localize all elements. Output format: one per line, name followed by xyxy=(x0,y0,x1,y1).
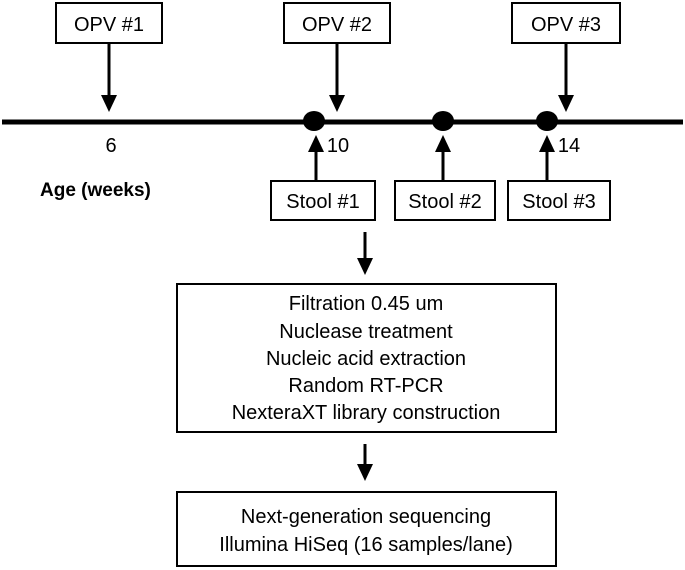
sequencing-step-1: Next-generation sequencing xyxy=(241,506,491,528)
opv-label-1: OPV #1 xyxy=(74,14,144,36)
processing-step-1: Filtration 0.45 um xyxy=(289,293,444,315)
sample-point-1 xyxy=(303,111,325,131)
processing-box xyxy=(176,283,557,433)
age-tick-6: 6 xyxy=(105,135,116,157)
sample-point-3 xyxy=(536,111,558,131)
flow-arrow-to-processing xyxy=(357,232,373,275)
opv-label-3: OPV #3 xyxy=(531,14,601,36)
stool-label-1: Stool #1 xyxy=(286,191,359,213)
processing-step-5: NexteraXT library construction xyxy=(232,402,501,424)
stool-sample-2: Stool #2 xyxy=(394,180,496,221)
opv-box-2 xyxy=(283,2,391,44)
opv-label-2: OPV #2 xyxy=(302,14,372,36)
stool-box-2 xyxy=(394,180,496,221)
stool-arrow-3 xyxy=(539,135,555,182)
stool-sample-1: Stool #1 xyxy=(270,180,376,221)
processing-step-3: Nucleic acid extraction xyxy=(266,348,466,370)
age-tick-10: 10 xyxy=(327,135,349,157)
stool-sample-3: Stool #3 xyxy=(507,180,611,221)
processing-steps-box: Filtration 0.45 um Nuclease treatment Nu… xyxy=(176,283,557,433)
opv-dose-1: OPV #1 xyxy=(55,2,163,44)
opv-dose-2: OPV #2 xyxy=(283,2,391,44)
stool-label-3: Stool #3 xyxy=(522,191,595,213)
axis-label: Age (weeks) xyxy=(40,180,151,201)
opv-arrow-2 xyxy=(329,43,345,112)
stool-arrow-1 xyxy=(308,135,324,182)
stool-arrow-2 xyxy=(435,135,451,182)
flow-arrow-to-sequencing xyxy=(357,444,373,481)
stool-box-3 xyxy=(507,180,611,221)
opv-dose-3: OPV #3 xyxy=(511,2,621,44)
opv-arrow-3 xyxy=(558,43,574,112)
processing-step-4: Random RT-PCR xyxy=(288,375,443,397)
age-tick-14: 14 xyxy=(558,135,580,157)
sequencing-step-2: Illumina HiSeq (16 samples/lane) xyxy=(219,534,512,556)
sequencing-box xyxy=(176,491,557,567)
sequencing-steps-box: Next-generation sequencing Illumina HiSe… xyxy=(176,491,557,567)
stool-label-2: Stool #2 xyxy=(408,191,481,213)
processing-step-2: Nuclease treatment xyxy=(279,321,453,343)
sample-point-2 xyxy=(432,111,454,131)
stool-box-1 xyxy=(270,180,376,221)
opv-arrow-1 xyxy=(101,43,117,112)
